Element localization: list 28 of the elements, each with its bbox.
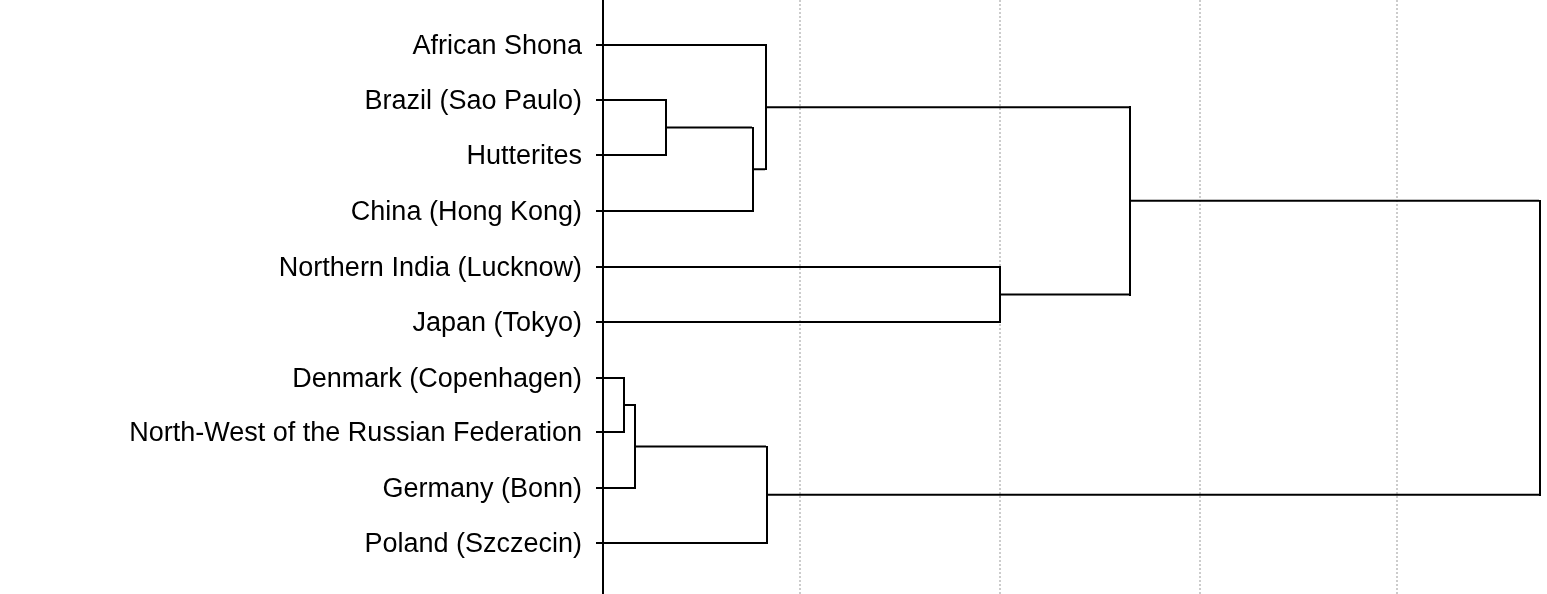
dendrogram-branch xyxy=(595,431,624,433)
dendrogram-branch xyxy=(1000,293,1130,296)
dendrogram-branch xyxy=(595,542,767,544)
dendrogram-branch xyxy=(595,321,1000,323)
dendrogram-branch xyxy=(767,493,1540,496)
leaf-label: Poland (Szczecin) xyxy=(0,525,582,561)
dendrogram-branch xyxy=(595,487,635,489)
leaf-label: Brazil (Sao Paulo) xyxy=(0,82,582,118)
dendrogram-branch xyxy=(595,266,1000,268)
dendrogram-branch xyxy=(1130,199,1540,202)
leaf-label: North-West of the Russian Federation xyxy=(0,414,582,450)
leaf-label: Japan (Tokyo) xyxy=(0,304,582,340)
dendrogram-branch xyxy=(595,210,753,212)
dendrogram-branch xyxy=(766,106,1130,109)
dendrogram-branch xyxy=(595,99,666,101)
dendrogram-branch xyxy=(635,445,767,448)
leaf-label: Germany (Bonn) xyxy=(0,470,582,506)
dendrogram-branch xyxy=(595,44,766,46)
leaf-label: Hutterites xyxy=(0,137,582,173)
leaf-label: China (Hong Kong) xyxy=(0,193,582,229)
dendrogram-branch xyxy=(753,168,766,171)
dendrogram-branch xyxy=(595,154,666,156)
leaf-label: African Shona xyxy=(0,27,582,63)
dendrogram-branch xyxy=(624,404,635,406)
dendrogram-branch xyxy=(595,377,624,379)
leaf-label: Northern India (Lucknow) xyxy=(0,249,582,285)
dendrogram-branch xyxy=(666,126,753,129)
leaf-label: Denmark (Copenhagen) xyxy=(0,360,582,396)
